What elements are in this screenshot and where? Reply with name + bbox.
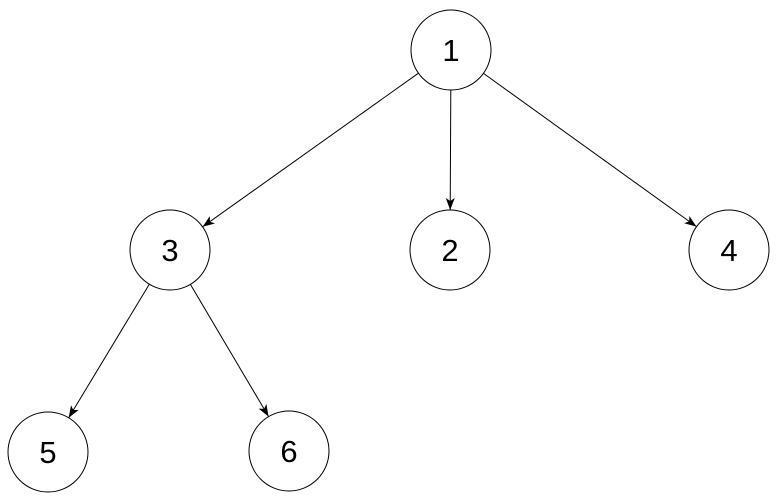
nodes-layer: 1 3 2 4 5 6 <box>7 9 770 493</box>
node-circle-2 <box>409 209 491 291</box>
edges-layer <box>68 72 697 419</box>
node-circle-5 <box>7 411 89 493</box>
edge-3-6 <box>189 284 270 417</box>
node-circle-4 <box>688 209 770 291</box>
node-label-6: 6 <box>280 434 297 469</box>
node-5: 5 <box>7 411 89 493</box>
edge-1-3 <box>202 72 419 228</box>
node-circle-1 <box>410 9 492 91</box>
node-2: 2 <box>409 209 491 291</box>
node-4: 4 <box>688 209 770 291</box>
edge-1-4 <box>483 72 697 228</box>
node-6: 6 <box>248 410 330 492</box>
node-label-2: 2 <box>441 233 458 268</box>
node-circle-6 <box>248 410 330 492</box>
edge-3-5 <box>68 283 150 419</box>
node-label-1: 1 <box>442 33 459 68</box>
node-label-3: 3 <box>161 233 178 268</box>
edge-1-2 <box>445 89 455 211</box>
node-label-4: 4 <box>720 233 737 268</box>
node-label-5: 5 <box>39 435 56 470</box>
node-3: 3 <box>129 209 211 291</box>
node-1: 1 <box>410 9 492 91</box>
node-circle-3 <box>129 209 211 291</box>
